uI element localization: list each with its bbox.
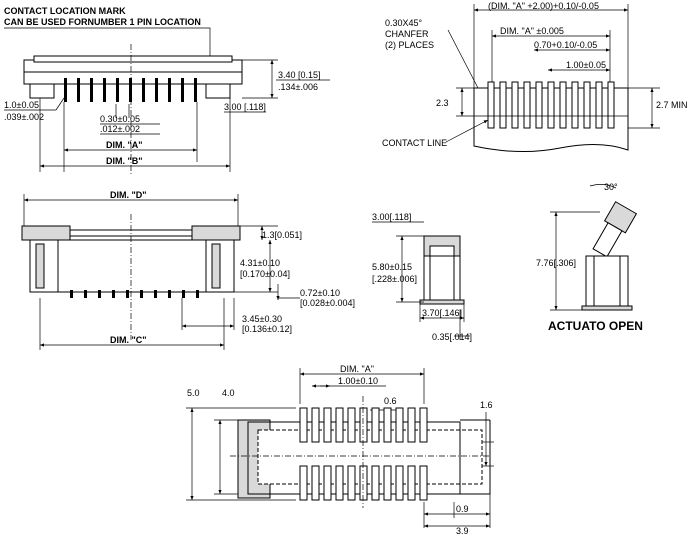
dim-4-31: 4.31±0.10	[240, 258, 280, 268]
dim-overall: (DIM. "A" +2.00)+0.10/-0.05	[488, 1, 599, 11]
dim-pitch-in: .012±.002	[100, 124, 140, 134]
pad-row-top	[299, 407, 428, 443]
dim-3-9: 3.9	[456, 526, 469, 536]
dim-070: 0.70+0.10/-0.05	[534, 40, 597, 50]
actuator-open-caption: ACTUATO OPEN	[548, 319, 643, 333]
dim-depth: 3.00 [.118]	[224, 102, 266, 112]
dim-0-72-in: [0.028±0.004]	[300, 298, 355, 308]
dim-0-6: 0.6	[384, 396, 397, 406]
dim-1-00-bottom: 1.00±0.10	[338, 376, 378, 386]
middle-right-view: 30° 7.76[.306] ACTUATO OPEN	[536, 182, 643, 333]
contact-pins-top-left	[64, 78, 197, 102]
dim-pitch: 0.30±0.05	[100, 114, 140, 124]
chamfer-note-1: 0.30X45°	[385, 18, 423, 28]
dim-1-3: 1.3[0.051]	[262, 230, 302, 240]
top-right-view: (DIM. "A" +2.00)+0.10/-0.05 0.30X45° CHA…	[382, 1, 688, 153]
dim-a-tol: DIM. "A" ±0.005	[500, 26, 564, 36]
top-left-view: CONTACT LOCATION MARK CAN BE USED FORNUM…	[4, 6, 330, 176]
dim-5-80-in: [.228±.006]	[372, 274, 417, 284]
dim-a-label: DIM. "A"	[106, 140, 143, 150]
middle-center-view: 3.00[.118] 5.80±0.15 [.228±.006] 3.70[.1…	[372, 212, 472, 342]
dim-0-72: 0.72±0.10	[300, 288, 340, 298]
dim-height-in: .134±.006	[278, 82, 318, 92]
dim-3-45: 3.45±0.30	[242, 314, 282, 324]
dim-5-80: 5.80±0.15	[372, 262, 412, 272]
contact-line-label: CONTACT LINE	[382, 138, 447, 148]
dim-7-76: 7.76[.306]	[536, 258, 576, 268]
dim-edge: 1.0±0.05	[4, 100, 39, 110]
dim-0-35: 0.35[.014]	[432, 332, 472, 342]
dim-5-0: 5.0	[187, 388, 200, 398]
dim-3-00: 3.00[.118]	[372, 212, 411, 222]
bottom-footprint-view: DIM. "A" 1.00±0.10 0.6	[186, 364, 494, 536]
dim-0-9: 0.9	[456, 504, 469, 514]
dim-height: 3.40 [0.15]	[278, 70, 321, 80]
dim-edge-in: .039±.002	[4, 112, 44, 122]
dim-100: 1.00±0.05	[566, 60, 606, 70]
dim-3-45-in: [0.136±0.12]	[242, 324, 292, 334]
pad-row-bottom	[299, 465, 428, 501]
chamfer-note-3: (2) PLACES	[385, 40, 434, 50]
dim-1-6: 1.6	[480, 400, 493, 410]
chamfer-note-2: CHANFER	[385, 29, 429, 39]
contact-pins-mid-left	[70, 290, 199, 298]
contact-mark-note-1: CONTACT LOCATION MARK	[4, 6, 126, 16]
contact-mark-note-2: CAN BE USED FORNUMBER 1 PIN LOCATION	[4, 17, 201, 27]
dim-2-3: 2.3	[436, 98, 449, 108]
dim-2-7-min: 2.7 MIN	[656, 100, 688, 110]
dim-c-label: DIM. "C"	[110, 335, 147, 345]
dim-4-0: 4.0	[222, 388, 235, 398]
dim-4-31-in: [0.170±0.04]	[240, 269, 290, 279]
contact-pads-top-right	[487, 81, 615, 129]
dim-a-bottom: DIM. "A"	[340, 364, 374, 374]
middle-left-view: DIM. "D" 1.3[0.051] 4.31±0.10 [0.17	[21, 190, 355, 350]
dim-3-70: 3.70[.146]	[422, 308, 462, 318]
dim-d-label: DIM. "D"	[110, 190, 147, 200]
dim-b-label: DIM. "B"	[106, 156, 143, 166]
angle-30: 30°	[604, 182, 618, 192]
